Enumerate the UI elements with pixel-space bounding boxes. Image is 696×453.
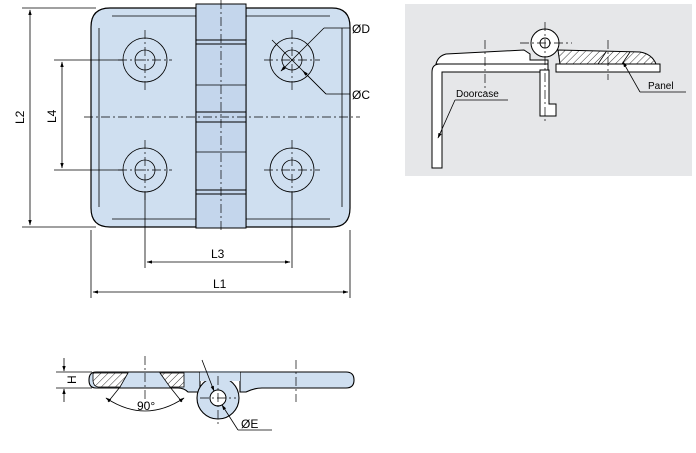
hinge-left-leaf: [90, 7, 197, 228]
label-panel: Panel: [648, 81, 674, 92]
label-dia-c: ØC: [352, 88, 370, 102]
label-angle: 90°: [137, 399, 155, 413]
mounting-hole-top-right: [269, 37, 315, 83]
hinge-leaf-left-section: [435, 49, 549, 65]
label-dia-d: ØD: [352, 22, 370, 36]
label-l2: L2: [13, 110, 27, 124]
countersink-section-left: [92, 372, 129, 388]
side-view: H 90° ØE: [56, 356, 355, 431]
label-l1: L1: [213, 277, 227, 291]
countersink-section-right: [159, 372, 185, 388]
label-h: H: [65, 375, 79, 384]
label-dia-e: ØE: [241, 417, 258, 431]
label-l4: L4: [45, 109, 59, 123]
front-view: ØD ØC L2 L4 L3 L1: [13, 0, 370, 298]
panel-leg: [539, 69, 557, 117]
hinge-right-leaf: [245, 7, 351, 228]
label-doorcase: Doorcase: [456, 89, 499, 100]
installation-view: Doorcase Panel: [405, 4, 692, 176]
hinge-leaf-right-section: [557, 49, 657, 65]
label-l3: L3: [211, 247, 225, 261]
